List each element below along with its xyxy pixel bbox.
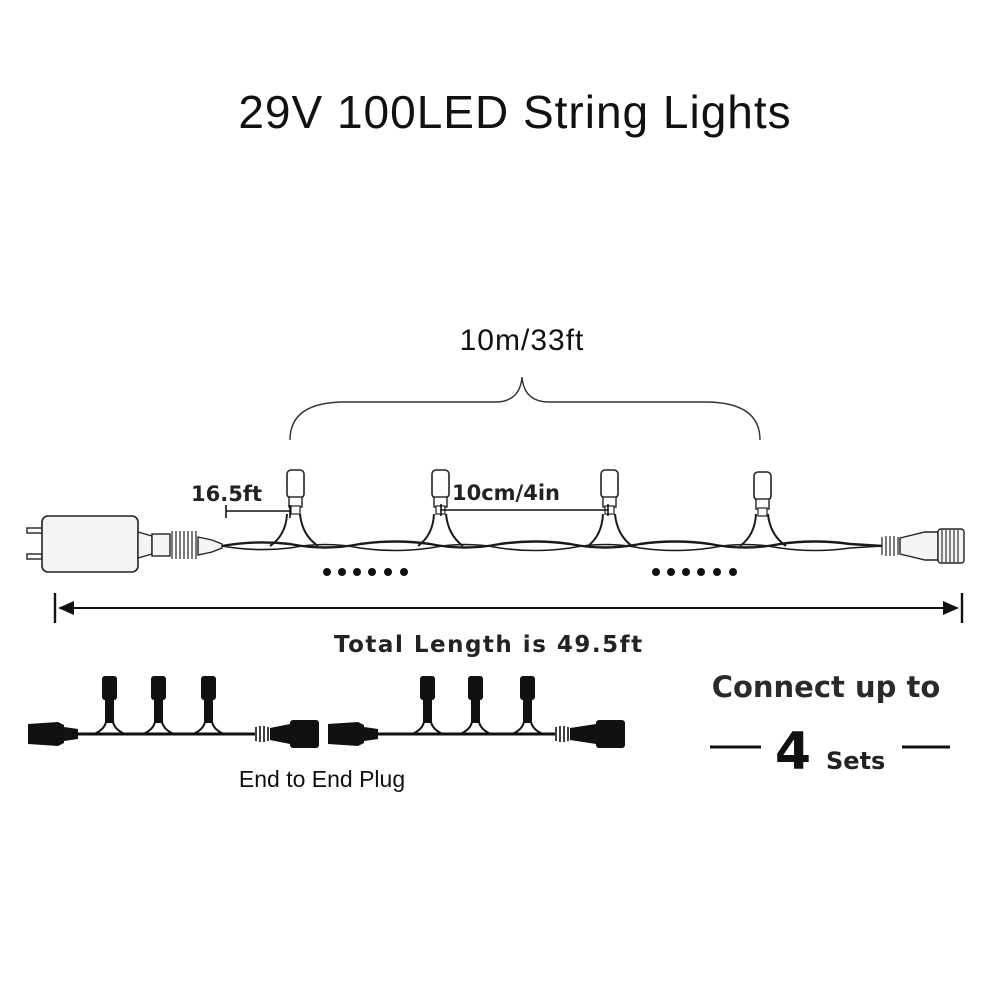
bulb-spacing-label: 10cm/4in <box>452 481 560 505</box>
bulb-icon <box>286 469 305 515</box>
diagram-title: 29V 100LED String Lights <box>238 86 791 138</box>
lead-length-dimension <box>225 505 291 518</box>
end-connector-icon <box>881 528 965 564</box>
power-adapter-icon <box>26 515 223 573</box>
bulb-icon <box>600 469 619 515</box>
end-to-end-plug-illustration <box>28 676 625 748</box>
span-brace <box>289 376 761 441</box>
string-segment <box>328 676 625 748</box>
total-length-label: Total Length is 49.5ft <box>334 632 644 658</box>
bulb-icon <box>753 471 772 517</box>
end-to-end-plug-label: End to End Plug <box>239 766 405 792</box>
main-string <box>26 469 965 576</box>
main-wire <box>221 540 883 549</box>
ellipsis-dots <box>652 568 737 576</box>
connect-up-to-label: Connect up to <box>712 670 941 704</box>
connect-number: 4 <box>775 722 811 782</box>
total-length-arrow <box>53 593 964 623</box>
string-segment <box>28 676 319 748</box>
span-length-label: 10m/33ft <box>460 324 585 357</box>
bulb-spacing-dimension <box>440 504 609 516</box>
connect-unit: Sets <box>826 747 885 775</box>
lead-length-label: 16.5ft <box>191 482 262 506</box>
ellipsis-dots <box>323 568 408 576</box>
